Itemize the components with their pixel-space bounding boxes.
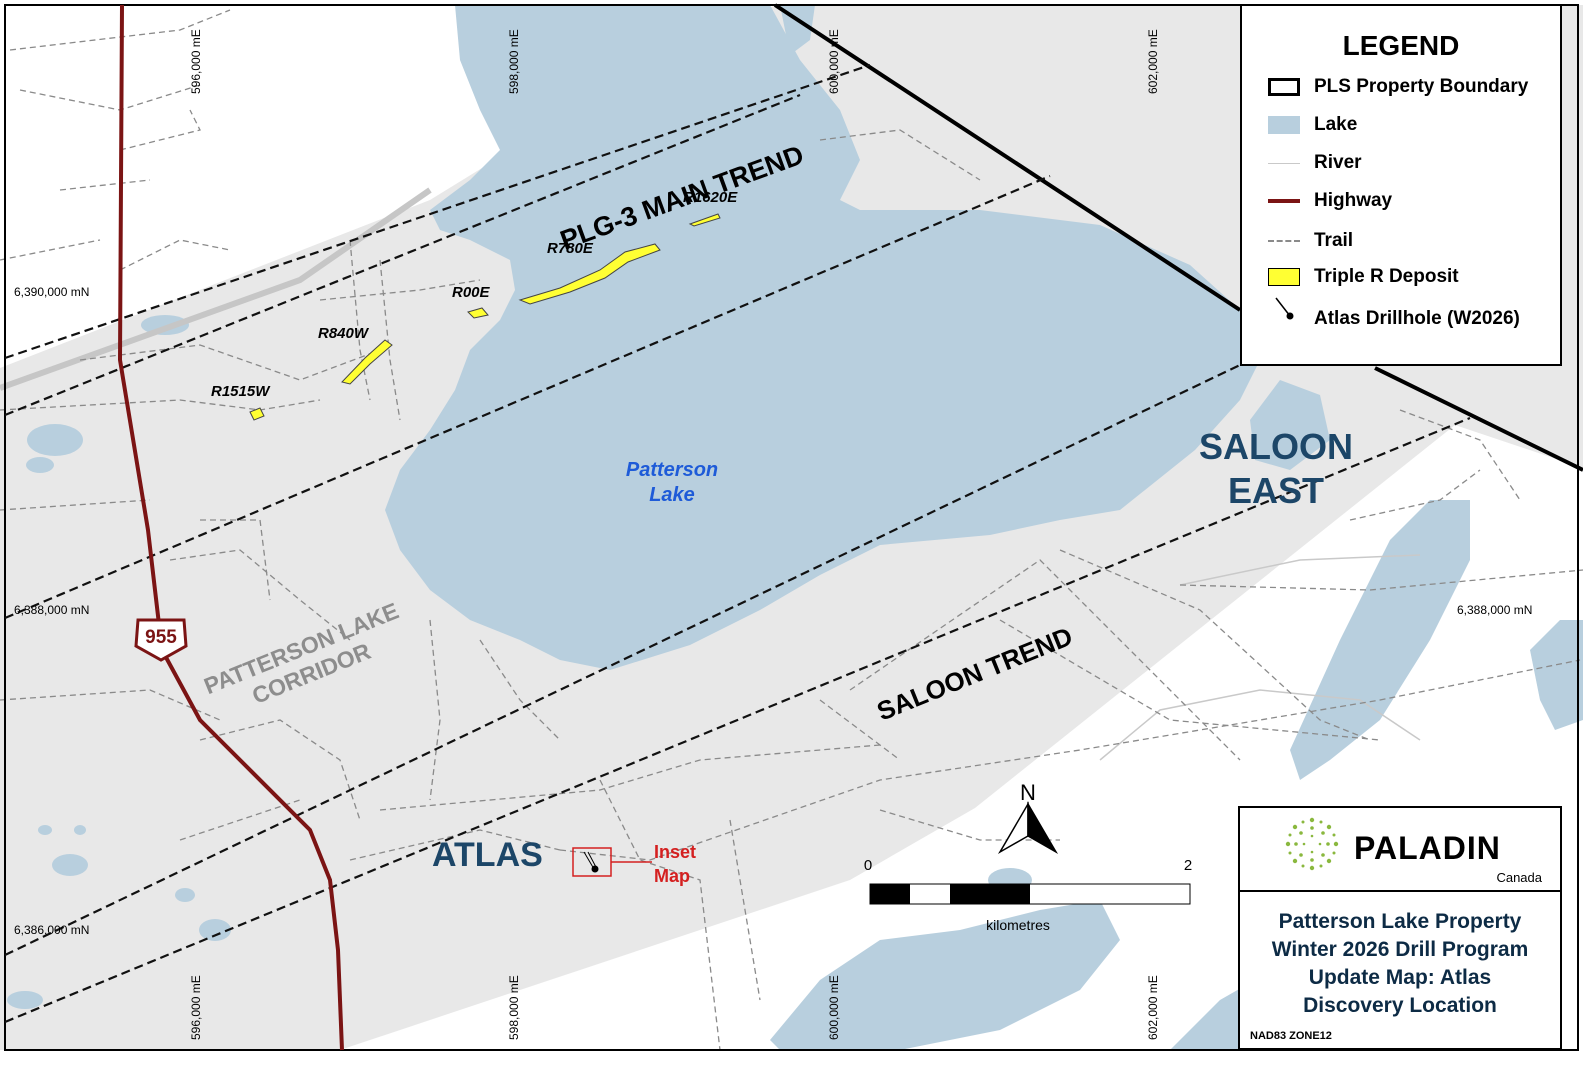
north-arrow: N: [997, 780, 1059, 855]
trend-lines: [4, 63, 1471, 1024]
legend-title: LEGEND: [1342, 30, 1460, 61]
scale-bar: 0 2 kilometres: [864, 857, 1192, 933]
grid-label-easting: 598,000 mE: [507, 29, 521, 94]
legend-item-lake: Lake: [1242, 110, 1560, 140]
inset-map-label: Map: [654, 866, 690, 886]
scale-bar-end: 2: [1184, 857, 1192, 874]
deposits: [249, 213, 721, 421]
small-lake: [52, 854, 88, 876]
grid-label-easting: 598,000 mE: [507, 975, 521, 1040]
rivers: [0, 187, 1421, 761]
deposit-label: R00E: [452, 284, 491, 301]
legend-item-river: River: [1242, 148, 1560, 178]
map-title-line: Discovery Location: [1303, 994, 1497, 1017]
legend-panel: LEGEND PLS Property Boundary Lake River …: [1240, 4, 1562, 366]
highway-955: [117, 4, 344, 1051]
small-lake: [199, 919, 231, 941]
legend-swatch-deposit: [1268, 268, 1300, 286]
grid-label-easting: 600,000 mE: [827, 975, 841, 1040]
deposit-r840w: [341, 339, 393, 385]
highway-shield-label: 955: [145, 627, 177, 648]
legend-item-trail: Trail: [1242, 226, 1560, 256]
small-lake: [175, 888, 195, 902]
grid-label-easting: 596,000 mE: [189, 975, 203, 1040]
map-title-line: Update Map: Atlas: [1308, 966, 1492, 989]
east-lake: [1250, 380, 1330, 470]
south-lake: [770, 900, 1120, 1050]
southeast-lake: [1290, 500, 1470, 780]
map-title-line: Winter 2026 Drill Program: [1271, 938, 1529, 961]
legend-item-drillhole: Atlas Drillhole (W2026): [1242, 297, 1560, 334]
deposit-r1620e: [688, 213, 721, 227]
grid-label-northing: 6,388,000 mN: [1457, 603, 1532, 617]
patterson-lake-label: Lake: [649, 484, 695, 506]
legend-item-deposit: Triple R Deposit: [1242, 262, 1560, 292]
highway-shield: 955: [134, 618, 188, 662]
drillhole-collar: [591, 865, 599, 873]
legend-label: River: [1314, 152, 1362, 173]
legend-swatch-lake: [1268, 116, 1300, 134]
logo-name: PALADIN: [1354, 830, 1501, 866]
legend-item-highway: Highway: [1242, 186, 1560, 216]
deposit-r780e: [518, 243, 661, 305]
paladin-logo-icon: [1285, 817, 1339, 871]
drillhole-trace: [583, 851, 595, 870]
upper-right-lake: [780, 5, 815, 55]
saloon-east-label: SALOON: [1199, 426, 1353, 467]
small-lake: [74, 825, 86, 835]
map-border: [4, 4, 1579, 1051]
inset-map-label: Inset: [654, 842, 696, 862]
legend-swatch-river: [1268, 163, 1300, 164]
patterson-lake: [385, 5, 1260, 670]
grid-label-northing: 6,390,000 mN: [14, 285, 89, 299]
legend-swatch-boundary: [1268, 78, 1300, 96]
legend-label: Highway: [1314, 190, 1393, 211]
small-lake: [38, 825, 52, 835]
property-boundary: [773, 3, 1242, 312]
deposit-r1515w: [249, 407, 265, 421]
scale-bar-unit: kilometres: [986, 917, 1050, 933]
legend-swatch-highway: [1268, 199, 1300, 203]
deposit-label: R780E: [547, 240, 594, 257]
grid-label-northing: 6,386,000 mN: [14, 923, 89, 937]
logo-sub: Canada: [1496, 870, 1542, 885]
drillhole-icon: [1275, 297, 1294, 320]
grid-label-easting: 596,000 mE: [189, 29, 203, 94]
trails: [0, 9, 1583, 1051]
grid-label-easting: 602,000 mE: [1146, 975, 1160, 1040]
grid-label-easting: 602,000 mE: [1146, 29, 1160, 94]
legend-label: Lake: [1314, 114, 1358, 135]
scale-bar-start: 0: [864, 857, 872, 874]
legend-item-boundary: PLS Property Boundary: [1242, 72, 1560, 102]
small-lake: [26, 457, 54, 473]
deposit-label: R1515W: [211, 383, 271, 400]
grid-label-northing: 6,388,000 mN: [14, 603, 89, 617]
legend-label: PLS Property Boundary: [1314, 76, 1529, 97]
deposit-label: R840W: [318, 325, 370, 342]
small-lake: [27, 424, 83, 456]
patterson-lake-label: Patterson: [626, 459, 718, 481]
datum-label: NAD83 ZONE12: [1250, 1030, 1332, 1042]
right-edge-lake: [1530, 620, 1583, 730]
inset-map-marker[interactable]: [572, 847, 652, 877]
saloon-east-label: EAST: [1228, 470, 1324, 511]
map-title-line: Patterson Lake Property: [1278, 910, 1522, 933]
legend-label: Atlas Drillhole (W2026): [1314, 308, 1520, 329]
map-title-panel: Patterson Lake Property Winter 2026 Dril…: [1238, 890, 1562, 1050]
north-arrow-label: N: [1020, 780, 1036, 805]
grid-label-easting: 600,000 mE: [827, 29, 841, 94]
deposit-label: R1620E: [683, 189, 738, 206]
atlas-label: ATLAS: [432, 836, 543, 874]
legend-swatch-trail: [1268, 240, 1300, 242]
legend-label: Triple R Deposit: [1314, 266, 1459, 287]
deposit-r00e: [467, 307, 489, 319]
small-lake: [7, 991, 43, 1009]
property-boundary: [1374, 366, 1583, 472]
logo-panel: PALADIN Canada: [1238, 806, 1562, 892]
legend-label: Trail: [1314, 230, 1354, 251]
